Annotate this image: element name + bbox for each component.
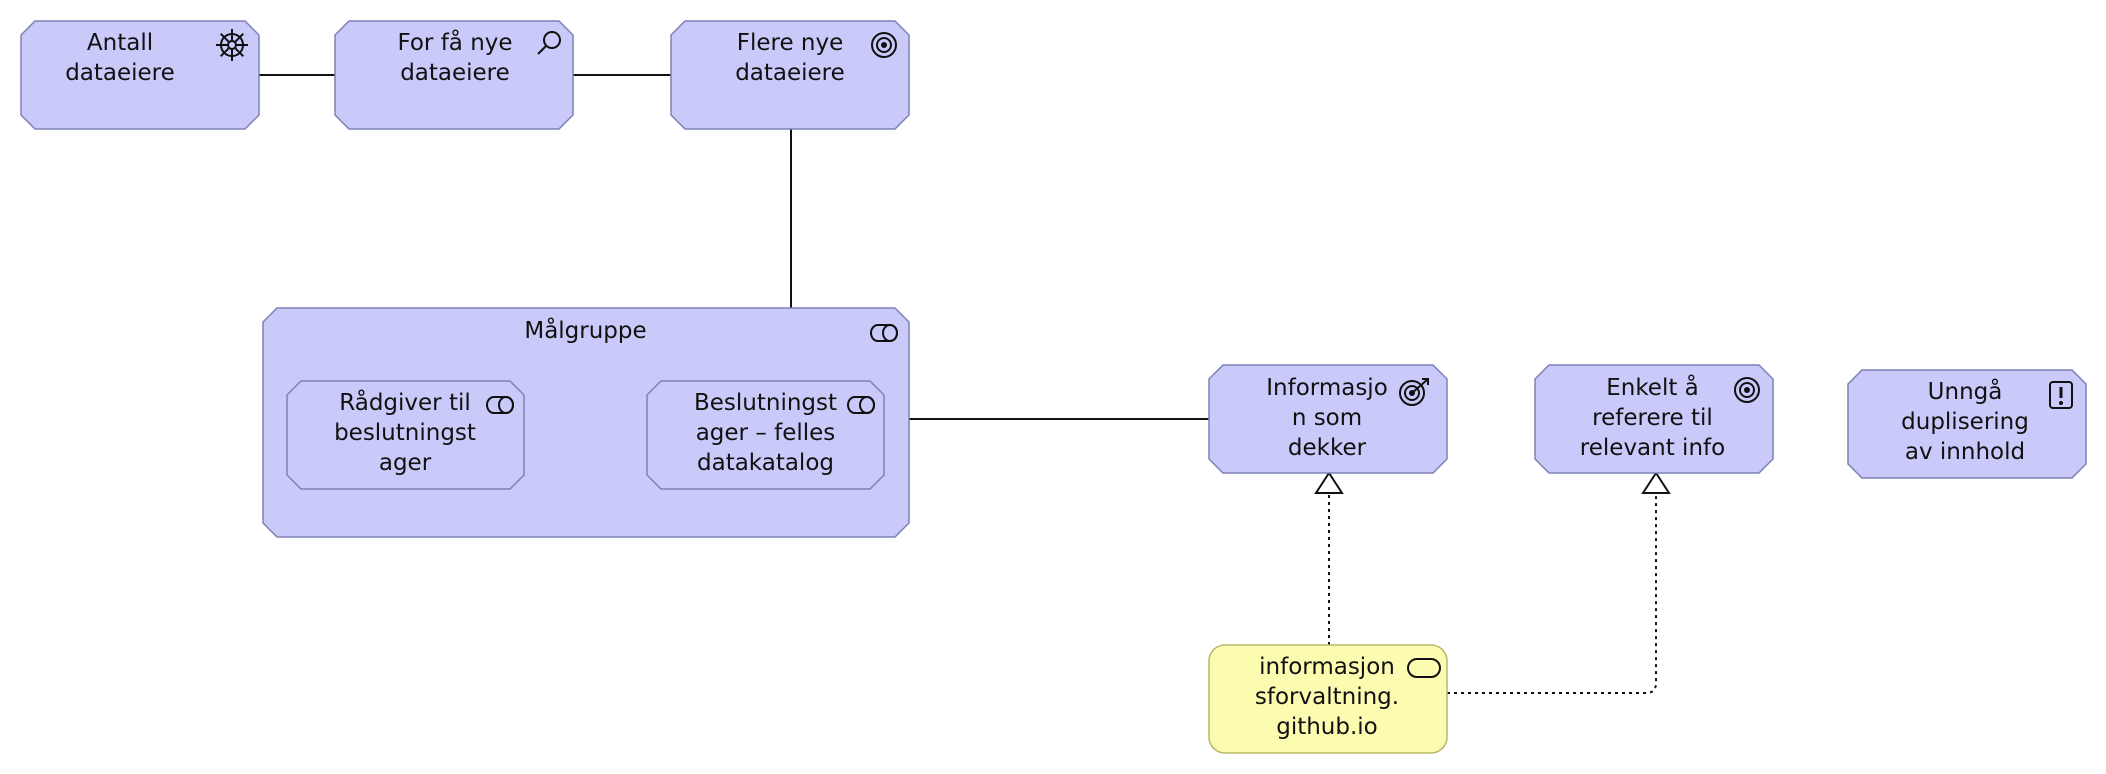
node-github[interactable] (1208, 644, 1448, 754)
role-icon (870, 324, 898, 342)
role-icon (486, 396, 514, 414)
service-icon (1407, 658, 1441, 678)
node-label-malgruppe: Målgruppe (524, 318, 647, 344)
node-label-enkelt: Enkelt å referere til relevant info (1579, 375, 1726, 461)
goal-icon (871, 32, 897, 58)
realization-arrowhead (1641, 471, 1671, 494)
node-flere[interactable] (670, 20, 910, 130)
node-radgiver[interactable] (286, 380, 525, 490)
driver-icon (216, 29, 248, 61)
role-icon (847, 396, 875, 414)
node-enkelt[interactable] (1534, 364, 1774, 474)
node-antall[interactable] (20, 20, 260, 130)
node-label-forfa: For få nye dataeiere (397, 30, 513, 86)
node-informasjon[interactable] (1208, 364, 1448, 474)
node-label-github: informasjon sforvaltning. github.io (1254, 654, 1400, 740)
node-unnga[interactable] (1847, 369, 2087, 479)
node-label-informasjon: Informasjo n som dekker (1266, 375, 1388, 461)
node-label-antall: Antall dataeiere (65, 30, 175, 86)
node-beslutning[interactable] (646, 380, 885, 490)
realization-arrowhead (1314, 471, 1344, 494)
assessment-icon (537, 31, 561, 55)
node-forfa[interactable] (334, 20, 574, 130)
node-label-unnga: Unngå duplisering av innhold (1901, 379, 2029, 465)
node-label-flere: Flere nye dataeiere (735, 30, 845, 86)
node-label-beslutning: Beslutningst ager – felles datakatalog (693, 390, 838, 476)
connection-realization-github-enkelt[interactable] (1447, 493, 1657, 694)
principle-icon (2049, 381, 2073, 409)
goal-icon (1734, 377, 1760, 403)
outcome-icon (1399, 378, 1429, 406)
node-label-radgiver: Rådgiver til beslutningst ager (334, 390, 476, 476)
